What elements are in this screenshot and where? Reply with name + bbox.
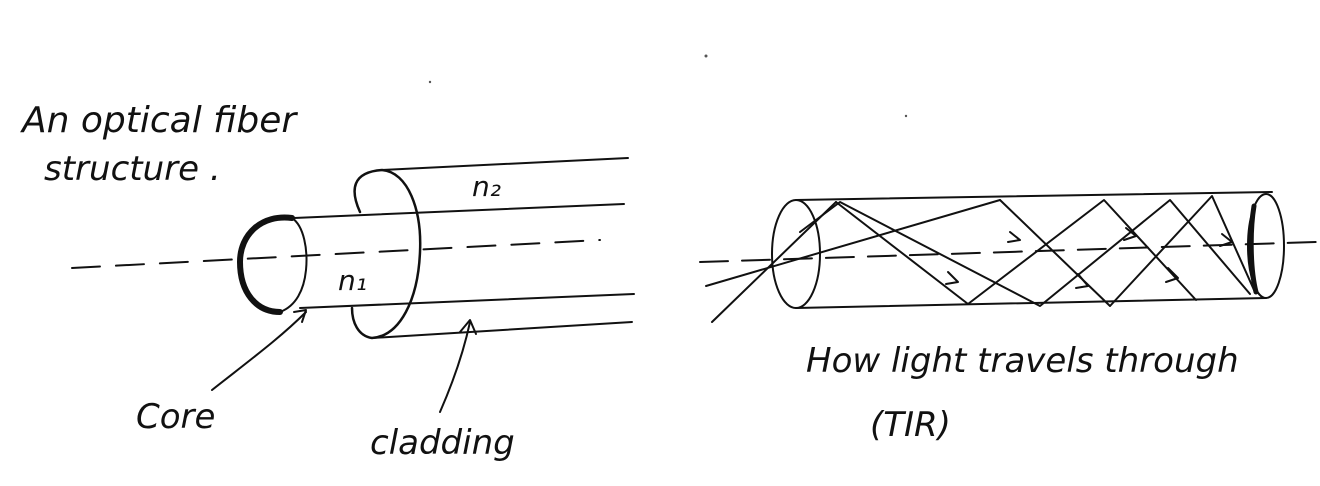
core-top-line bbox=[293, 203, 625, 219]
ray-arrowhead-6 bbox=[1219, 233, 1233, 247]
ray-arrowhead-1 bbox=[1007, 231, 1021, 243]
cladding-top-line bbox=[381, 157, 629, 171]
left-fiber-structure: An optical fiber structure . n₂ n₁ Core … bbox=[20, 100, 635, 463]
cladding-bottom-line bbox=[371, 321, 633, 339]
right-tir-figure: How light travels through (TIR) bbox=[699, 191, 1317, 445]
core-end-face-thick bbox=[237, 214, 295, 315]
core-bottom-line bbox=[299, 293, 635, 309]
paper-speck bbox=[904, 114, 908, 118]
incoming-ray-1 bbox=[711, 201, 837, 323]
fiber-top-edge bbox=[795, 191, 1273, 201]
tir-ray-a bbox=[835, 199, 1197, 305]
n2-label: n₂ bbox=[472, 170, 501, 203]
cladding-label: cladding bbox=[370, 423, 515, 463]
right-caption-line2: (TIR) bbox=[870, 405, 951, 445]
cladding-end-face bbox=[350, 168, 422, 340]
n1-label: n₁ bbox=[338, 264, 367, 297]
ray-arrowhead-4 bbox=[1123, 227, 1137, 241]
core-label: Core bbox=[136, 397, 215, 437]
fiber-exit-face bbox=[1247, 193, 1285, 299]
fiber-exit-face-thick bbox=[1248, 203, 1259, 295]
paper-speck bbox=[704, 54, 708, 58]
left-fiber-axis bbox=[71, 239, 601, 269]
cladding-pointer-line bbox=[439, 321, 471, 413]
core-pointer-line bbox=[211, 311, 307, 391]
incoming-ray-2 bbox=[705, 199, 1001, 287]
right-caption-line1: How light travels through bbox=[806, 341, 1239, 381]
ray-arrowhead-2 bbox=[945, 271, 959, 285]
tir-ray-c bbox=[999, 195, 1255, 307]
ray-arrowhead-5 bbox=[1165, 267, 1179, 283]
fiber-entry-face bbox=[771, 199, 821, 309]
cladding-pointer-arrowhead bbox=[459, 319, 477, 335]
tir-ray-b bbox=[799, 199, 1251, 307]
fiber-bottom-edge bbox=[795, 297, 1267, 309]
ray-arrowhead-3 bbox=[1075, 273, 1089, 289]
core-end-face bbox=[279, 217, 308, 313]
core-pointer-arrowhead bbox=[293, 309, 307, 323]
left-title-line2: structure . bbox=[44, 149, 221, 189]
left-title-line1: An optical fiber bbox=[20, 100, 298, 141]
paper-speck bbox=[428, 80, 432, 84]
